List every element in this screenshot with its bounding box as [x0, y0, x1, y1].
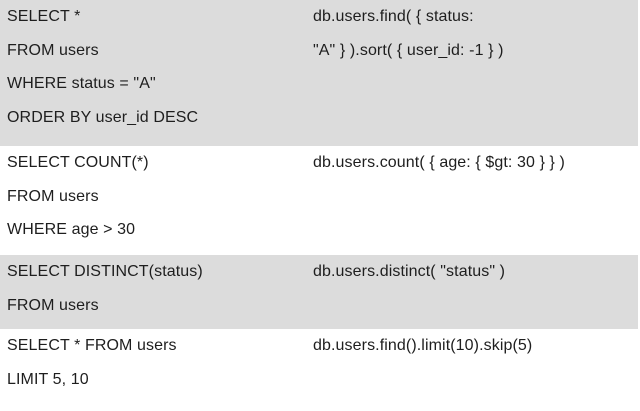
sql-line: WHERE age > 30: [7, 221, 136, 238]
sql-query-cell: SELECT * FROM users LIMIT 5, 10: [7, 329, 297, 396]
mongodb-query-cell: db.users.find( { status: "A" } ).sort( {…: [313, 0, 635, 67]
sql-line: ORDER BY user_id DESC: [7, 108, 199, 126]
mongodb-line: db.users.find().limit(10).skip(5): [313, 337, 533, 354]
sql-line: LIMIT 5, 10: [7, 370, 89, 388]
sql-line: SELECT DISTINCT(status): [7, 263, 203, 280]
table-row: SELECT COUNT(*) FROM users WHERE age > 3…: [0, 146, 638, 255]
mongodb-query-cell: db.users.count( { age: { $gt: 30 } } ): [313, 146, 635, 180]
sql-query-cell: SELECT DISTINCT(status) FROM users: [7, 255, 297, 322]
sql-query-cell: SELECT COUNT(*) FROM users WHERE age > 3…: [7, 146, 297, 247]
sql-line: SELECT COUNT(*): [7, 154, 149, 171]
sql-line: SELECT * FROM users: [7, 337, 177, 354]
mongodb-query-cell: db.users.find().limit(10).skip(5): [313, 329, 635, 363]
mongodb-line: db.users.count( { age: { $gt: 30 } } ): [313, 154, 565, 171]
sql-line: WHERE status = "A": [7, 75, 156, 92]
sql-line: FROM users: [7, 41, 99, 59]
sql-line: FROM users: [7, 296, 99, 314]
mongodb-line: "A" } ).sort( { user_id: -1 } ): [313, 41, 504, 59]
table-row: SELECT * FROM users WHERE status = "A" O…: [0, 0, 638, 146]
sql-line: FROM users: [7, 187, 99, 205]
sql-query-cell: SELECT * FROM users WHERE status = "A" O…: [7, 0, 297, 134]
mongodb-line: db.users.find( { status:: [313, 8, 474, 25]
table-row: SELECT DISTINCT(status) FROM users db.us…: [0, 255, 638, 329]
mongodb-line: db.users.distinct( "status" ): [313, 263, 506, 280]
sql-line: SELECT *: [7, 8, 81, 25]
mongodb-query-cell: db.users.distinct( "status" ): [313, 255, 635, 289]
table-row: SELECT * FROM users LIMIT 5, 10 db.users…: [0, 329, 638, 411]
